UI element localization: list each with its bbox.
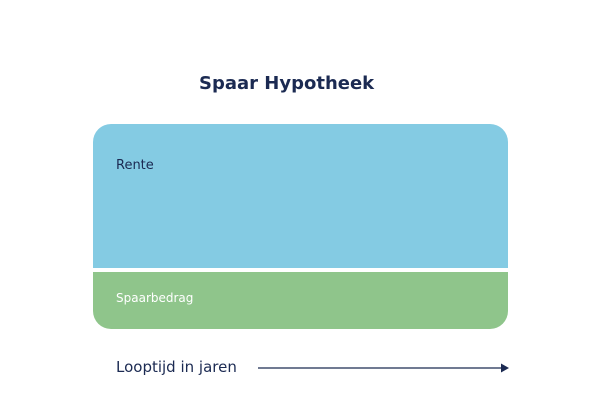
axis-label: Looptijd in jaren [116,358,237,376]
spaarbedrag-block: Spaarbedrag [93,272,508,329]
rente-block: Rente [93,124,508,268]
rente-label: Rente [116,158,154,173]
diagram-title: Spaar Hypotheek [199,73,375,94]
mortgage-diagram: Rente Spaarbedrag [93,124,508,329]
arrow-head [501,363,509,373]
spaarbedrag-label: Spaarbedrag [116,291,194,305]
arrow-right-icon [258,363,509,373]
